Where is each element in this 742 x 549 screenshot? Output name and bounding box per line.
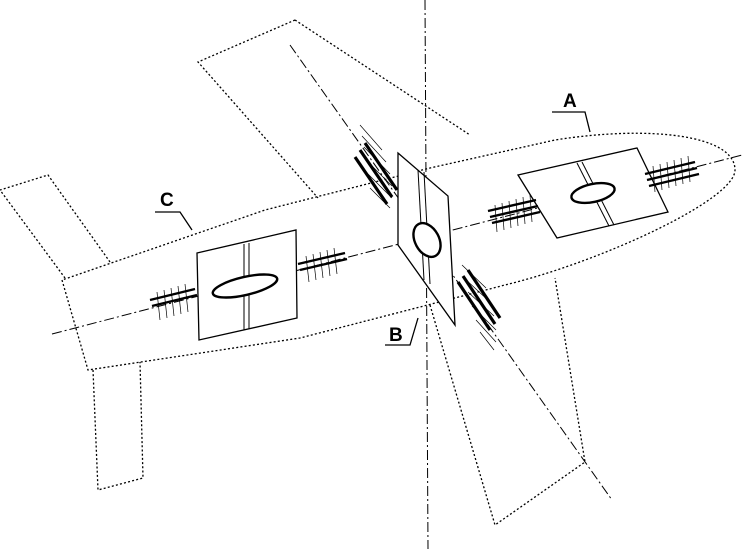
label-b-group: B: [385, 317, 419, 346]
sensor-assembly-a: [487, 147, 700, 239]
comb-a-left: [487, 194, 541, 233]
sensor-aperture-c: [211, 273, 279, 299]
label-c: C: [160, 190, 174, 211]
sensor-assembly-b: [353, 124, 502, 351]
label-c-group: C: [155, 190, 193, 231]
label-a-group: A: [552, 91, 591, 133]
sensor-aperture-a: [570, 181, 616, 205]
comb-c-left: [149, 283, 198, 321]
lower-wing-outline: [429, 277, 586, 527]
sensor-aperture-b: [412, 221, 442, 259]
fuselage-outline: [61, 132, 736, 371]
upper-wing-root: [294, 19, 471, 136]
label-a-leader: [552, 111, 591, 133]
comb-c-right: [297, 247, 348, 283]
label-c-leader: [155, 211, 193, 231]
upper-wing-outline: [196, 19, 319, 199]
aircraft-outline: [0, 19, 736, 527]
comb-b-lower: [456, 264, 502, 351]
label-b-leader: [385, 317, 419, 346]
label-a: A: [563, 91, 577, 112]
label-b: B: [389, 325, 403, 346]
lower-tailplane-outline: [92, 361, 144, 491]
comb-b-upper: [353, 124, 399, 209]
sensor-assembly-c: [149, 229, 348, 341]
upper-tailplane-outline: [0, 174, 111, 279]
center-lines: [51, 0, 742, 549]
comb-a-right: [644, 155, 700, 193]
